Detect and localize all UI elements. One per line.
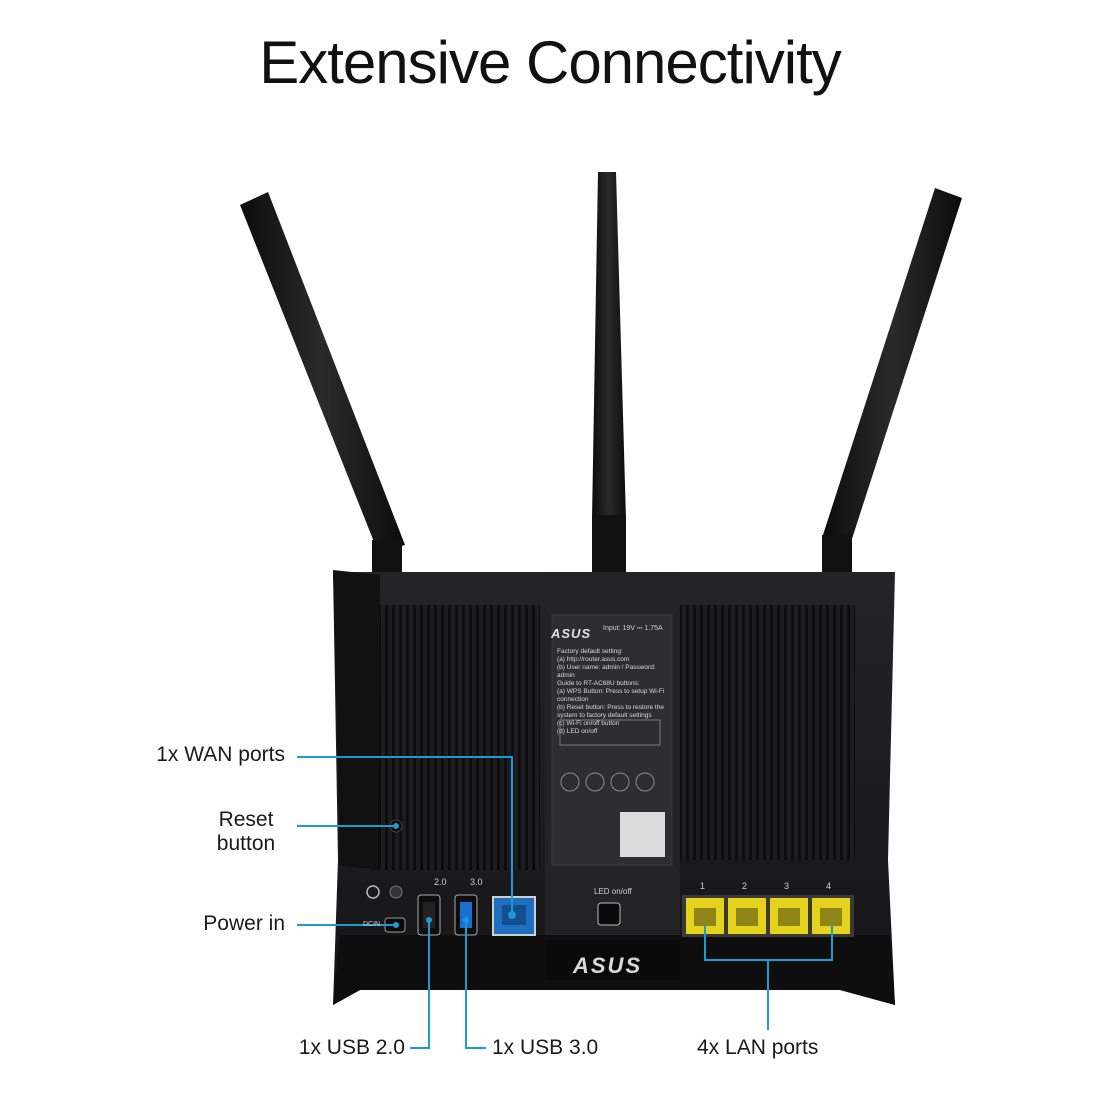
lan-number-2: 2 (742, 881, 748, 891)
wan-callout-line (297, 756, 513, 915)
antenna-left (240, 192, 405, 610)
power-callout-label: Power in (203, 912, 285, 935)
page-title: Extensive Connectivity (259, 29, 842, 96)
usb2-label: 2.0 (434, 877, 447, 887)
sticker-asus-logo: ASUS (551, 626, 592, 641)
lan-number-1: 1 (700, 881, 706, 891)
router-asus-logo: ASUS (573, 953, 643, 978)
antenna-right (822, 188, 962, 610)
antenna-center (592, 172, 626, 606)
reset-callout-label-line1: Reset (218, 808, 274, 831)
power-icon (366, 885, 380, 899)
lan-number-4: 4 (826, 881, 832, 891)
led-button (597, 902, 621, 926)
usb3-callout-line (465, 920, 486, 1049)
wan-callout-label: 1x WAN ports (156, 743, 285, 766)
usb2-callout-label: 1x USB 2.0 (298, 1036, 405, 1059)
router-body (333, 570, 895, 1005)
usb2-callout-line (410, 920, 430, 1049)
lan-number-3: 3 (784, 881, 790, 891)
sticker-input-rating: Input: 19V ⎓ 1.75A (603, 625, 663, 632)
lan-ports (682, 895, 854, 937)
reset-callout-label-line2: button (216, 832, 276, 855)
led-label: LED on/off (594, 887, 632, 896)
callout-lines (297, 756, 833, 1049)
usb3-label: 3.0 (470, 877, 483, 887)
usb3-callout-label: 1x USB 3.0 (492, 1036, 599, 1059)
dcin-label: DCIN (363, 921, 381, 928)
sticker-text: Factory default setting: (a) http://rout… (557, 648, 665, 735)
lan-callout-label: 4x LAN ports (697, 1036, 819, 1059)
power-button (389, 885, 403, 899)
port-area (366, 819, 854, 937)
